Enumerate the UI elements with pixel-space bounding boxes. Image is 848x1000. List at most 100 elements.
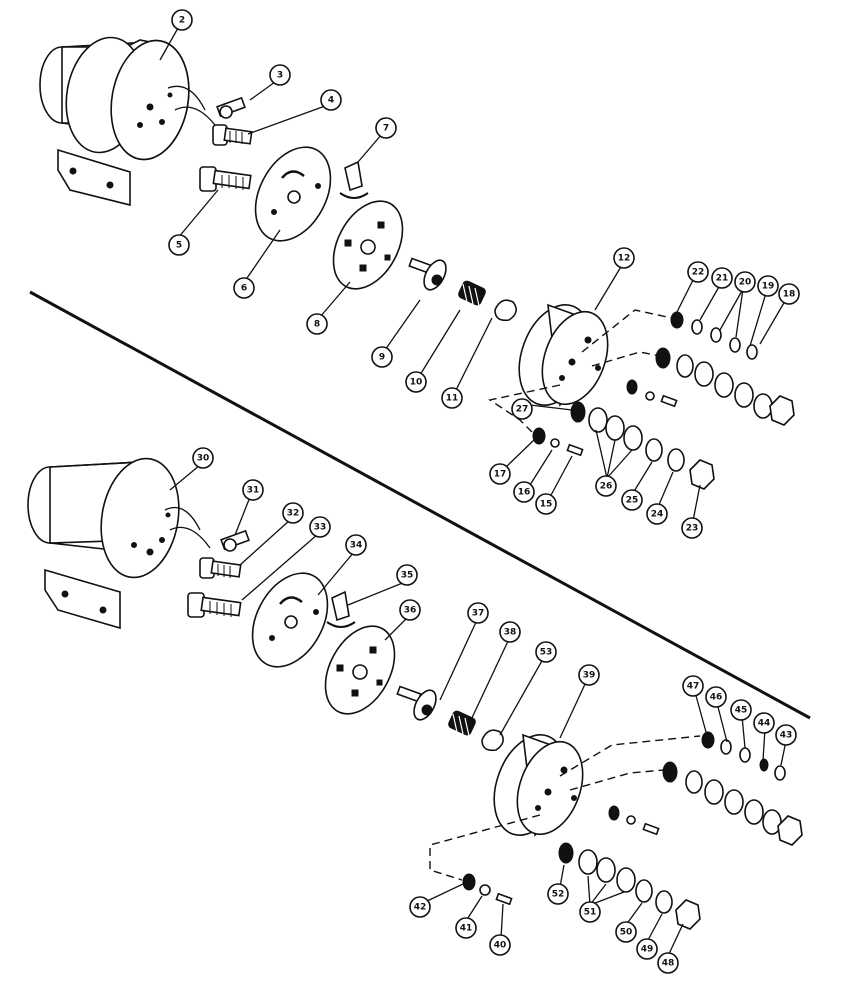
- callout-48: 48: [657, 952, 679, 974]
- callout-label: 49: [641, 945, 654, 955]
- callout-4: 4: [320, 89, 342, 111]
- callout-label: 2: [179, 16, 185, 26]
- callout-circle: [233, 277, 255, 299]
- callout-18: 18: [778, 283, 800, 305]
- callout-label: 37: [472, 609, 485, 619]
- callout-label: 30: [197, 454, 210, 464]
- callout-label: 18: [783, 290, 796, 300]
- callout-circle: [646, 503, 668, 525]
- callout-circle: [306, 313, 328, 335]
- cap-12: [518, 303, 609, 407]
- row-e-parts: [532, 427, 584, 457]
- callout-22: 22: [687, 261, 709, 283]
- callout-circle: [613, 247, 635, 269]
- row-d-parts: [570, 401, 715, 490]
- callout-label: 22: [692, 268, 705, 278]
- solenoid-body-bottom: [27, 457, 211, 630]
- terminal-screw-31: [220, 529, 250, 552]
- callout-36: 36: [399, 599, 421, 621]
- plunger-9: [408, 257, 447, 291]
- callout-49: 49: [636, 938, 658, 960]
- callout-16: 16: [513, 481, 535, 503]
- callout-15: 15: [535, 493, 557, 515]
- callout-52: 52: [547, 883, 569, 905]
- ring-53: [481, 729, 504, 752]
- row-h-parts: [608, 805, 660, 836]
- callout-circle: [489, 934, 511, 956]
- plate-6: [254, 146, 332, 242]
- callout-label: 23: [686, 524, 699, 534]
- callout-circle: [705, 686, 727, 708]
- terminal-bolt-5: [199, 166, 252, 192]
- callout-label: 27: [516, 405, 529, 415]
- callout-circle: [455, 917, 477, 939]
- callout-17: 17: [489, 463, 511, 485]
- callout-label: 11: [446, 394, 459, 404]
- callout-39: 39: [578, 664, 600, 686]
- callout-leaders: [159, 27, 787, 957]
- callout-label: 44: [758, 719, 771, 729]
- callout-label: 9: [379, 353, 385, 363]
- callout-label: 41: [460, 924, 473, 934]
- callout-circle: [535, 493, 557, 515]
- callout-circle: [621, 489, 643, 511]
- divider-line: [29, 290, 811, 720]
- callout-21: 21: [711, 267, 733, 289]
- callout-circle: [757, 275, 779, 297]
- callout-9: 9: [371, 346, 393, 368]
- callout-26: 26: [595, 475, 617, 497]
- callout-label: 31: [247, 486, 260, 496]
- callout-label: 12: [618, 254, 631, 264]
- callout-11: 11: [441, 387, 463, 409]
- callout-label: 17: [494, 470, 507, 480]
- callout-circle: [753, 712, 775, 734]
- plunger-37: [396, 685, 437, 721]
- callout-circle: [282, 502, 304, 524]
- callout-label: 33: [314, 523, 327, 533]
- callout-label: 48: [662, 959, 675, 969]
- callout-label: 53: [540, 648, 553, 658]
- terminal-bolt-32: [199, 557, 242, 579]
- callout-label: 43: [780, 731, 793, 741]
- callout-circle: [375, 117, 397, 139]
- callout-34: 34: [345, 534, 367, 556]
- callout-53: 53: [535, 641, 557, 663]
- callout-circle: [499, 621, 521, 643]
- callout-circle: [615, 921, 637, 943]
- top-assembly: [39, 36, 795, 490]
- callout-label: 16: [518, 488, 531, 498]
- callout-label: 7: [383, 124, 389, 134]
- callout-32: 32: [282, 502, 304, 524]
- callout-circle: [535, 641, 557, 663]
- callout-circle: [396, 564, 418, 586]
- callout-20: 20: [734, 271, 756, 293]
- callout-circle: [681, 517, 703, 539]
- callout-circle: [657, 952, 679, 974]
- callout-37: 37: [467, 602, 489, 624]
- callout-label: 46: [710, 693, 723, 703]
- callout-label: 20: [739, 278, 752, 288]
- callout-8: 8: [306, 313, 328, 335]
- callout-label: 40: [494, 941, 507, 951]
- callout-41: 41: [455, 917, 477, 939]
- callout-circle: [192, 447, 214, 469]
- callout-circle: [371, 346, 393, 368]
- callout-circle: [730, 699, 752, 721]
- callout-45: 45: [730, 699, 752, 721]
- callout-label: 42: [414, 903, 427, 913]
- callout-circle: [578, 664, 600, 686]
- callout-label: 45: [735, 706, 748, 716]
- cap-39: [493, 733, 584, 837]
- callout-circle: [168, 234, 190, 256]
- callout-circle: [441, 387, 463, 409]
- callout-circle: [489, 463, 511, 485]
- callout-label: 32: [287, 509, 300, 519]
- callout-35: 35: [396, 564, 418, 586]
- callout-47: 47: [682, 675, 704, 697]
- callout-43: 43: [775, 724, 797, 746]
- callout-circle: [547, 883, 569, 905]
- terminal-bolt-33: [187, 592, 242, 618]
- callout-label: 21: [716, 274, 729, 284]
- callout-circle: [171, 9, 193, 31]
- callout-label: 36: [404, 606, 417, 616]
